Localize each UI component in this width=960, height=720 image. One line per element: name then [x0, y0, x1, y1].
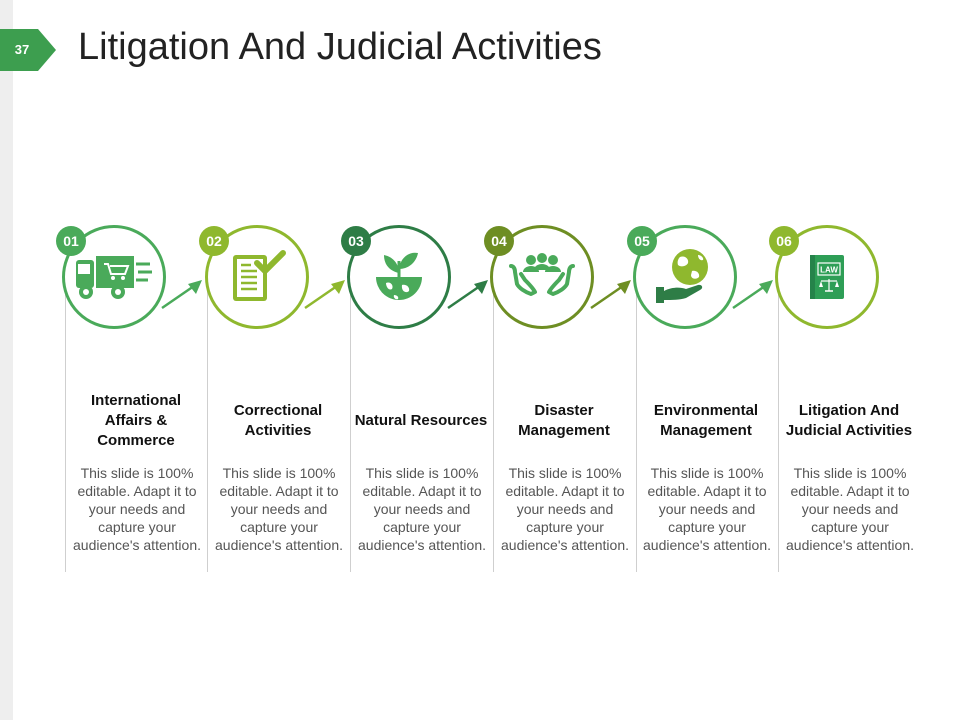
- delivery-truck-icon: [76, 256, 152, 299]
- step-title-6: Litigation And Judicial Activities: [785, 402, 913, 439]
- step-number-badge-5: 05: [627, 226, 657, 256]
- plant-globe-icon: [376, 252, 422, 300]
- law-book-label: LAW: [820, 266, 838, 275]
- step-title-2: Correctional Activities: [233, 402, 323, 439]
- slide-title: Litigation And Judicial Activities: [78, 26, 602, 68]
- step-title-3: Natural Resources: [354, 412, 488, 429]
- step-description-3: This slide is 100% editable. Adapt it to…: [358, 465, 486, 553]
- column-divider: [493, 290, 494, 572]
- hands-people-icon: [509, 253, 575, 296]
- step-number-badge-3: 03: [341, 226, 371, 256]
- page-badge-shape: [0, 29, 56, 71]
- step-number-badge-2: 02: [199, 226, 229, 256]
- step-description-5: This slide is 100% editable. Adapt it to…: [643, 465, 771, 553]
- arrow-right-icon: [732, 280, 773, 310]
- step-number-badge-6: 06: [769, 226, 799, 256]
- column-divider: [636, 290, 637, 572]
- left-edge-strip: [0, 0, 13, 720]
- step-title-1: International Affairs & Commerce: [90, 392, 181, 449]
- page-number-badge: 37: [0, 29, 56, 71]
- arrow-right-icon: [161, 280, 202, 310]
- step-title-5: Environmental Management: [653, 402, 759, 439]
- column-divider: [65, 290, 66, 572]
- step-circle-1: [62, 225, 166, 329]
- law-book-icon: LAW: [810, 255, 844, 299]
- page-number: 37: [14, 42, 30, 57]
- step-number-badge-4: 04: [484, 226, 514, 256]
- checklist-notepad-icon: [233, 250, 286, 301]
- arrow-right-icon: [590, 280, 631, 310]
- arrow-right-icon: [304, 280, 345, 310]
- step-number-badge-1: 01: [56, 226, 86, 256]
- step-description-2: This slide is 100% editable. Adapt it to…: [215, 465, 343, 553]
- step-description-4: This slide is 100% editable. Adapt it to…: [501, 465, 629, 553]
- step-title-4: Disaster Management: [518, 402, 610, 439]
- column-divider: [778, 290, 779, 572]
- step-description-6: This slide is 100% editable. Adapt it to…: [786, 465, 914, 553]
- step-description-1: This slide is 100% editable. Adapt it to…: [73, 465, 201, 553]
- column-divider: [350, 290, 351, 572]
- column-divider: [207, 290, 208, 572]
- hand-globe-icon: [656, 249, 708, 303]
- arrow-right-icon: [447, 280, 488, 310]
